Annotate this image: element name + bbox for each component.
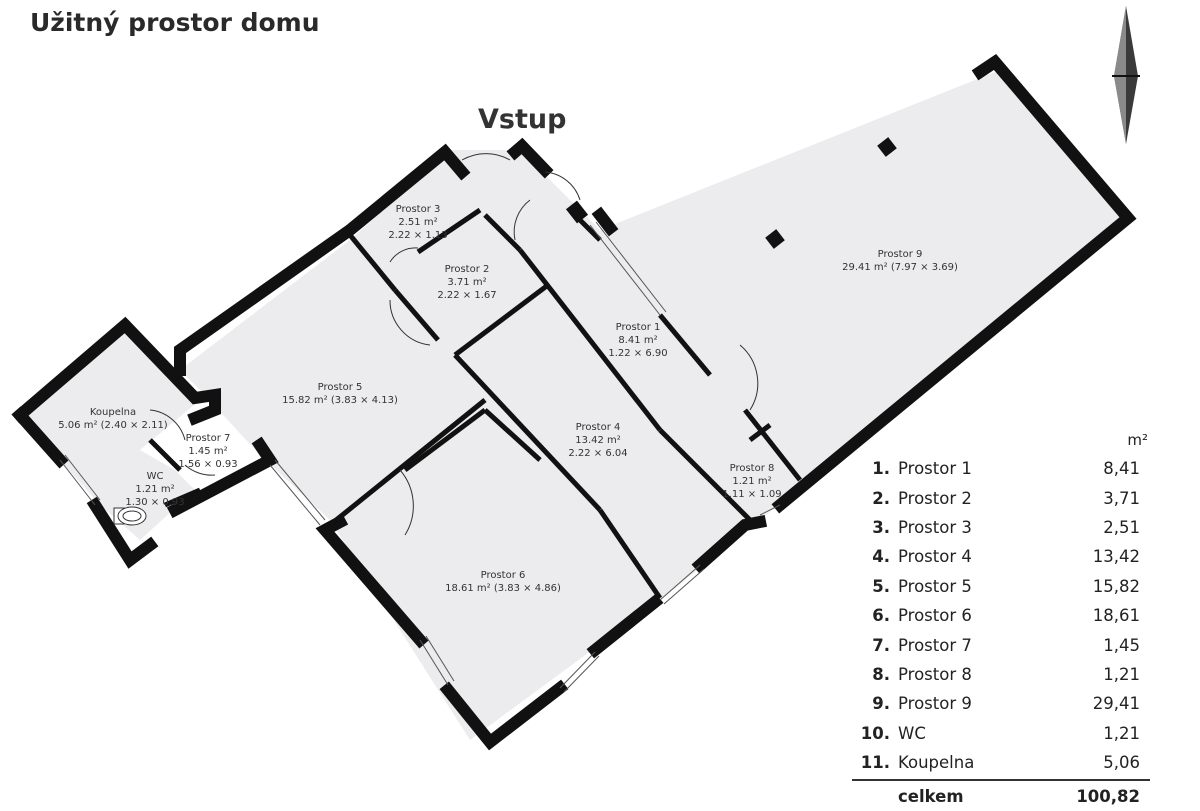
legend-value: 5,06 [1103,753,1140,773]
legend-row: 8. Prostor 8 1,21 [852,660,1150,689]
legend-unit: m² [1127,431,1148,449]
legend-name: Prostor 9 [898,694,972,714]
legend-name: Prostor 3 [898,517,972,537]
legend-total-row: celkem 100,82 [852,781,1150,811]
outer-wall-bottom [586,593,664,659]
walls [11,54,1137,751]
page-title: Užitný prostor domu [30,8,320,37]
legend-divider [852,779,1150,782]
legend-value: 2,51 [1103,517,1140,537]
legend-row: 1. Prostor 1 8,41 [852,454,1150,483]
wall-wc-bottom [166,436,279,519]
legend-num: 3. [872,517,890,537]
outer-wall-entry-right [506,137,554,179]
legend-row: 10. WC 1,21 [852,719,1150,748]
legend-name: Prostor 6 [898,606,972,626]
interior-walls [148,207,802,600]
legend-row: 3. Prostor 3 2,51 [852,513,1150,542]
north-arrow-icon [1112,6,1140,144]
legend-name: Prostor 7 [898,635,972,655]
legend-row: 9. Prostor 9 29,41 [852,689,1150,718]
legend-num: 10. [860,723,890,743]
legend-row: 6. Prostor 6 18,61 [852,601,1150,630]
legend-value: 15,82 [1092,576,1140,596]
pillars [565,137,897,249]
legend-name: Koupelna [898,753,975,773]
legend-value: 1,21 [1103,664,1140,684]
legend-row: 2. Prostor 2 3,71 [852,483,1150,512]
floor-main [180,70,1125,740]
legend-value: 29,41 [1092,694,1140,714]
legend-num: 2. [872,488,890,508]
entrance-label: Vstup [478,104,567,135]
legend-num: 7. [872,635,890,655]
legend-name: Prostor 5 [898,576,972,596]
legend-total-label: celkem [898,786,964,806]
legend-num: 5. [872,576,890,596]
legend-row: 5. Prostor 5 15,82 [852,572,1150,601]
legend-name: Prostor 4 [898,547,972,567]
toilet-icon [113,506,147,526]
legend-row: 4. Prostor 4 13,42 [852,542,1150,571]
koupelna-wall-left [11,406,69,469]
legend-row: 11. Koupelna 5,06 [852,748,1150,777]
legend-name: Prostor 8 [898,664,972,684]
legend-value: 13,42 [1092,547,1140,567]
outer-wall-p9-top [591,206,619,237]
legend-num: 4. [872,547,890,567]
legend-num: 8. [872,664,890,684]
legend-num: 9. [872,694,890,714]
area-legend: m² 1. Prostor 1 8,41 2. Prostor 2 3,71 3. Pro… [852,426,1150,811]
legend-total-value: 100,82 [1076,786,1140,806]
legend-value: 1,21 [1103,723,1140,743]
outer-wall-bottom-2 [439,679,569,751]
outer-wall-p9 [771,54,1137,514]
legend-num: 1. [872,459,890,479]
legend-name: Prostor 1 [898,459,972,479]
outer-wall-bottom-right [691,514,768,574]
legend-value: 8,41 [1103,459,1140,479]
wc-wall [86,496,159,569]
legend-num: 11. [860,753,890,773]
legend-value: 18,61 [1092,606,1140,626]
windows [59,221,781,693]
outer-wall-left-bottom [315,513,429,649]
legend-name: WC [898,723,926,743]
legend-name: Prostor 2 [898,488,972,508]
door-swings [149,153,759,536]
legend-value: 1,45 [1103,635,1140,655]
legend-row: 7. Prostor 7 1,45 [852,630,1150,659]
koupelna-wall-top [11,316,221,426]
outer-wall-left-top [174,143,471,376]
legend-num: 6. [872,606,890,626]
legend-value: 3,71 [1103,488,1140,508]
